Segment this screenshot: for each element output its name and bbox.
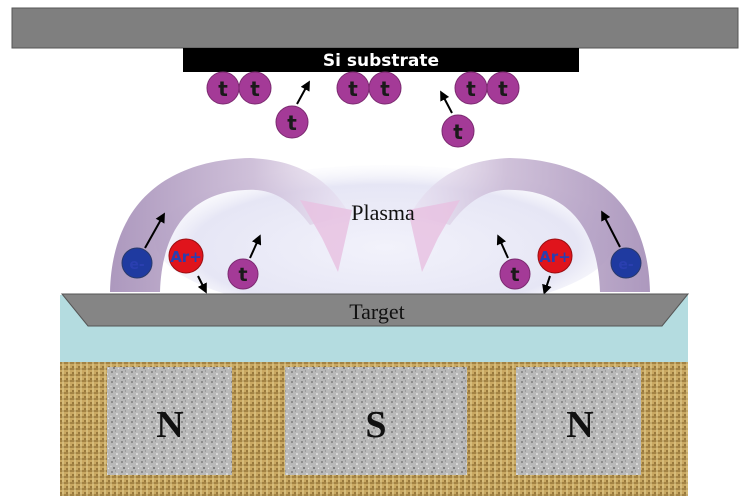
argon-ion-left: Ar+ — [168, 238, 204, 274]
svg-text:N: N — [566, 404, 593, 446]
sputtered-atom: t — [486, 71, 520, 105]
ejected-atom-left: t — [227, 258, 259, 290]
substrate-label: Si substrate — [323, 51, 439, 71]
svg-text:S: S — [365, 404, 386, 446]
plasma-arrow-right — [408, 200, 460, 272]
target — [60, 293, 690, 327]
svg-text:t: t — [498, 77, 508, 101]
electron-right: e- — [610, 247, 642, 279]
electron-motion-arrow — [601, 210, 621, 248]
svg-text:e-: e- — [618, 257, 633, 273]
atom-motion-arrow — [249, 234, 262, 259]
svg-text:t: t — [250, 77, 260, 101]
svg-text:Ar+: Ar+ — [539, 248, 571, 266]
sputtered-atom: t — [206, 71, 240, 105]
svg-text:t: t — [218, 77, 228, 101]
magnet-right: N — [516, 367, 641, 475]
travelling-atom: t — [441, 114, 475, 148]
sputtered-atom: t — [238, 71, 272, 105]
ejected-atom-right: t — [499, 258, 531, 290]
magnet-left: N — [107, 367, 232, 475]
svg-text:t: t — [510, 264, 519, 286]
target-label: Target — [349, 299, 404, 324]
svg-text:N: N — [156, 404, 183, 446]
electron-left: e- — [121, 247, 153, 279]
svg-text:t: t — [238, 264, 247, 286]
ion-motion-arrow — [542, 275, 552, 295]
sputtered-atom: t — [368, 71, 402, 105]
electron-motion-arrow — [144, 212, 165, 249]
sputtered-atom: t — [454, 71, 488, 105]
atom-motion-arrow — [496, 234, 509, 259]
plasma-label: Plasma — [351, 200, 415, 225]
travelling-atom: t — [275, 105, 309, 139]
argon-ion-right: Ar+ — [537, 238, 573, 274]
si-substrate — [183, 48, 579, 72]
substrate-atom-group: t t t t t t t t — [206, 71, 520, 148]
svg-text:t: t — [348, 77, 358, 101]
magnet-center: S — [285, 367, 467, 475]
svg-text:t: t — [380, 77, 390, 101]
plasma-arc-right — [410, 158, 650, 292]
sputtered-atom: t — [336, 71, 370, 105]
plasma-arc-left — [110, 158, 350, 292]
substrate-holder — [11, 7, 739, 49]
ion-motion-arrow — [197, 275, 207, 294]
svg-text:t: t — [453, 120, 463, 144]
svg-text:t: t — [287, 111, 297, 135]
atom-motion-arrow — [296, 80, 310, 105]
svg-text:e-: e- — [129, 257, 144, 273]
plasma-arrow-left — [300, 200, 352, 272]
svg-text:t: t — [466, 77, 476, 101]
atom-motion-arrow — [440, 90, 453, 114]
svg-text:Ar+: Ar+ — [170, 248, 202, 266]
